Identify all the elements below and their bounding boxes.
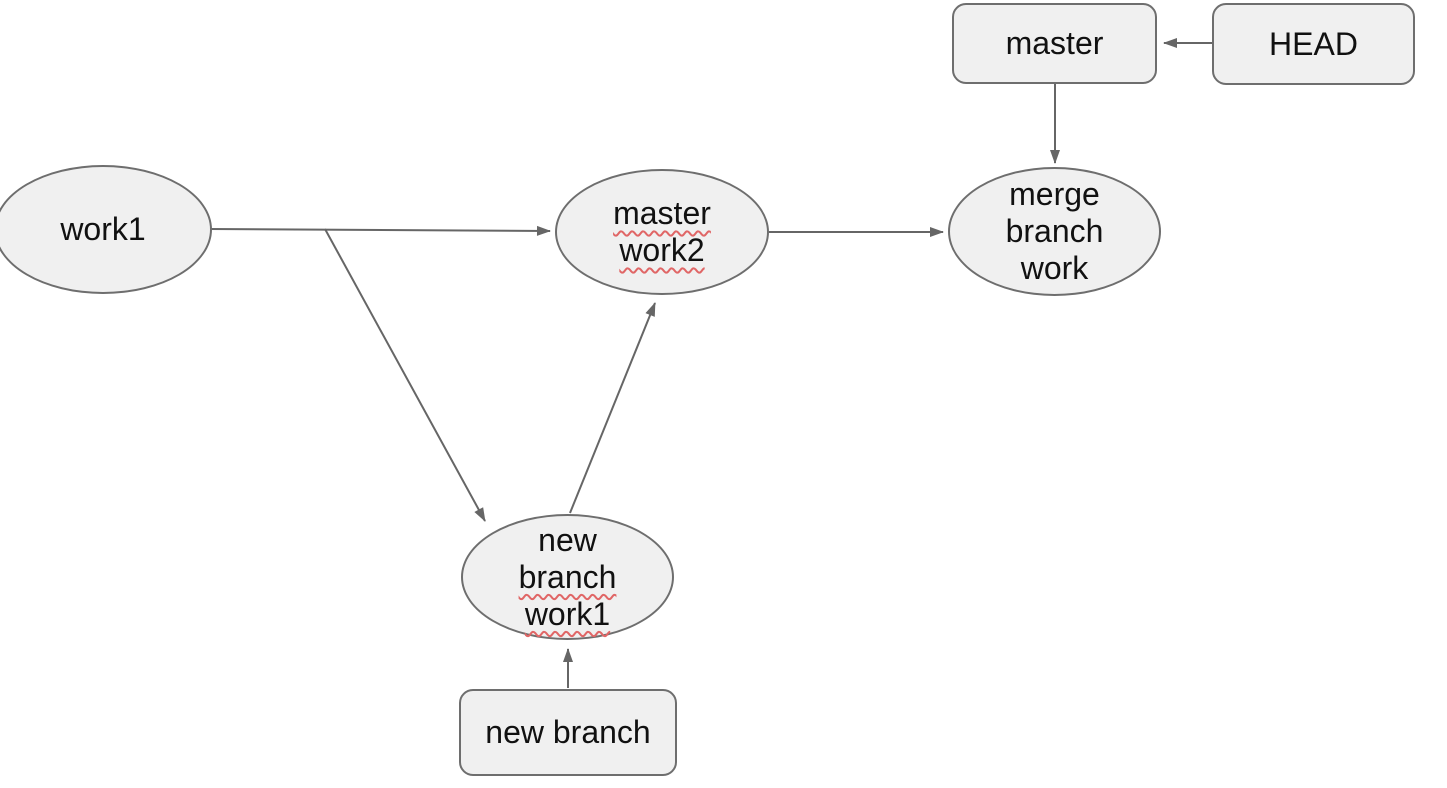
node-new-branch[interactable]: new branch (459, 689, 677, 776)
node-new-branch-label: new branch (485, 714, 650, 751)
node-new-branch-work1-line1: new (538, 521, 597, 558)
node-master-work2-line1: master (613, 195, 711, 231)
node-new-branch-work1[interactable]: new branch work1 (461, 514, 674, 640)
node-master-label: master (1006, 25, 1104, 62)
node-merge-branch-work[interactable]: merge branch work (948, 167, 1161, 296)
node-work1-text: work1 (60, 211, 146, 247)
node-master[interactable]: master (952, 3, 1157, 84)
edge-work1-to-new-branch-work1[interactable] (324, 228, 486, 522)
node-new-branch-work1-line3: work1 (524, 595, 611, 632)
node-head-text: HEAD (1269, 25, 1358, 62)
node-master-work2-line2: work2 (619, 232, 705, 268)
node-new-branch-work1-line2: branch (518, 558, 617, 595)
node-work1-label: work1 (60, 211, 145, 248)
node-head[interactable]: HEAD (1212, 3, 1415, 85)
node-merge-branch-work-label: merge branch work (1006, 176, 1104, 287)
node-merge-branch-work-line2: branch (1005, 213, 1104, 249)
node-merge-branch-work-line3: work (1020, 250, 1089, 286)
node-master-work2-label: master work2 (613, 195, 711, 269)
node-master-text: master (1005, 25, 1104, 61)
node-head-label: HEAD (1269, 26, 1358, 63)
node-new-branch-text: new branch (485, 714, 651, 750)
node-work1[interactable]: work1 (0, 165, 212, 294)
node-new-branch-work1-label: new branch work1 (519, 522, 617, 633)
node-merge-branch-work-line1: merge (1009, 176, 1100, 212)
node-master-work2[interactable]: master work2 (555, 169, 769, 295)
edge-work1-to-master-work2[interactable] (208, 225, 551, 236)
edge-new-branch-work1-to-master-work2[interactable] (569, 302, 656, 514)
